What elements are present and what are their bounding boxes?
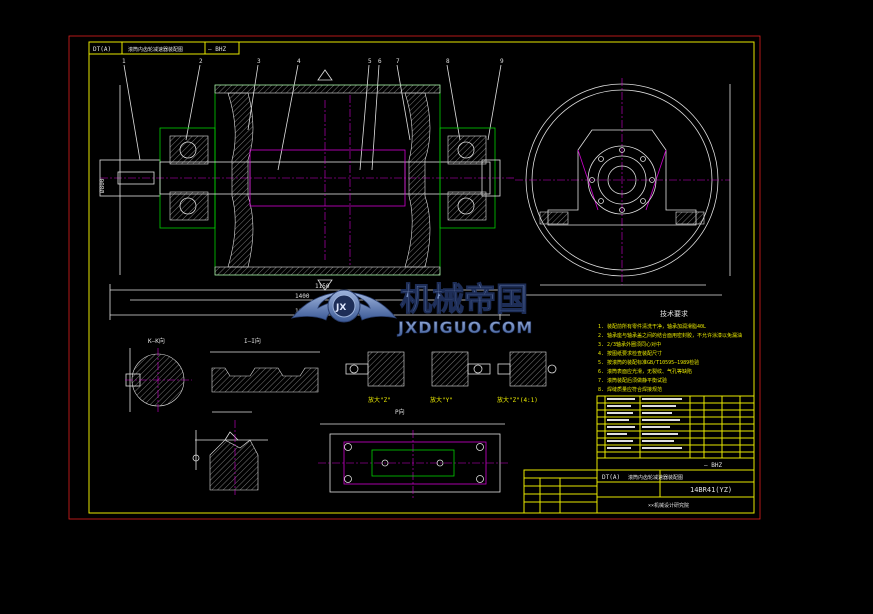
detail-z-label: 放大"Z" — [368, 396, 391, 404]
tech-req-item-8: 8. 焊缝质量应符合焊接规范 — [598, 386, 662, 393]
part-number-8: 8 — [446, 58, 450, 65]
title-block-code: — BHZ — [704, 462, 722, 469]
inner-frame — [88, 41, 755, 514]
tech-req-item-4: 4. 按图纸要求检查装配尺寸 — [598, 350, 662, 357]
title-block-company: ××机械设计研究院 — [648, 502, 689, 509]
title-block: DT(A) 滚筒内齿轮减速器装配图 — BHZ 14BR41(YZ) ××机械设… — [523, 458, 755, 514]
tech-req-item-6: 6. 滚筒表面应光滑，无裂纹、气孔等缺陷 — [598, 368, 692, 375]
title-block-name: 滚筒内齿轮减速器装配图 — [628, 474, 683, 481]
detail-z-ratio-label: 放大"Z"(4:1) — [497, 396, 538, 404]
part-number-3: 3 — [257, 58, 261, 65]
section-ii: I—I向 — [210, 337, 320, 393]
section-kk-label: K—K向 — [148, 337, 165, 345]
part-number-7: 7 — [396, 58, 400, 65]
top-title-strip: DT(A) 滚筒内齿轮减速器装配图 — BHZ — [88, 41, 240, 55]
part-number-5: 5 — [368, 58, 372, 65]
title-block-model: DT(A) — [602, 474, 620, 481]
dim-diameter: Ø800 — [99, 178, 106, 193]
tech-req-item-3: 3. 2/3轴承外圈须同心对中 — [598, 341, 661, 348]
section-kk: K—K向 — [125, 337, 192, 412]
top-strip-model: DT(A) — [93, 46, 111, 53]
dim-shell: 1150 — [315, 283, 330, 290]
watermark-cn: 机械帝国 — [400, 280, 528, 318]
dim-bearing: 1400 — [295, 293, 310, 300]
part-number-2: 2 — [199, 58, 203, 65]
part-number-4: 4 — [297, 58, 301, 65]
bom-table — [596, 395, 755, 459]
watermark-logo: JX 机械帝国 JXDIGUO.COM — [291, 280, 533, 337]
detail-views: 放大"Z" 放大"Y" 放大"Z"(4:1) — [345, 351, 557, 404]
part-number-row: 1 2 3 4 5 6 7 8 9 — [122, 58, 504, 171]
section-ii-label: I—I向 — [244, 337, 261, 345]
outer-border — [68, 35, 761, 520]
main-section-view: 1600 1400 1150 Ø800 — [99, 69, 515, 320]
side-view — [515, 78, 731, 296]
technical-requirements: 技术要求 1. 装配前所有零件清洗干净，轴承加润滑脂40L 2. 轴承座与轴承盖… — [598, 309, 742, 393]
gear-detail — [192, 411, 268, 495]
bottom-p-view: P向 — [318, 408, 510, 498]
tech-req-item-2: 2. 轴承座与轴承盖之间的结合面用密封胶，不允许涂漆以免漏油 — [598, 332, 742, 339]
detail-y-label: 放大"Y" — [430, 396, 453, 404]
tech-req-item-5: 5. 按滚筒的装配标准GB/T10595—1989检验 — [598, 359, 699, 366]
p-view-label: P向 — [395, 408, 405, 416]
tech-req-item-1: 1. 装配前所有零件清洗干净，轴承加润滑脂40L — [598, 323, 706, 330]
watermark-en: JXDIGUO.COM — [397, 318, 533, 337]
tech-req-item-7: 7. 滚筒装配后须做静平衡试验 — [598, 377, 667, 384]
top-strip-code: — BHZ — [208, 46, 226, 53]
part-number-1: 1 — [122, 58, 126, 65]
part-number-6: 6 — [378, 58, 382, 65]
top-strip-title: 滚筒内齿轮减速器装配图 — [128, 46, 183, 53]
part-number-9: 9 — [500, 58, 504, 65]
title-block-number: 14BR41(YZ) — [690, 486, 732, 494]
tech-req-heading: 技术要求 — [660, 309, 688, 318]
watermark-emblem: JX — [335, 303, 346, 313]
